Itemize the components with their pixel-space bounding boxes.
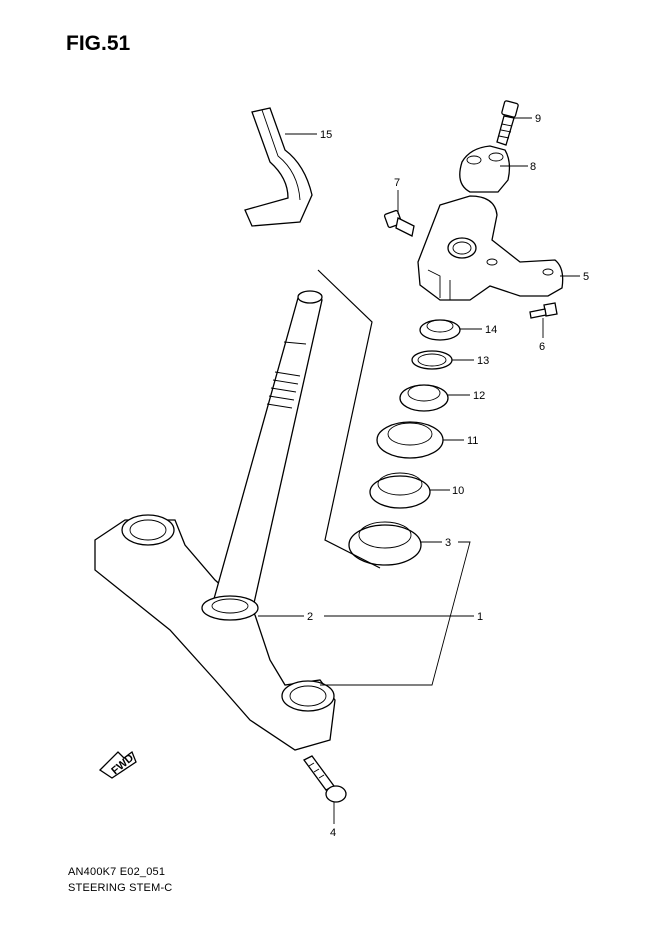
figure-name: STEERING STEM-C: [68, 882, 173, 894]
callout-10[interactable]: 10: [452, 485, 464, 497]
part-13-washer[interactable]: [411, 350, 453, 370]
part-9-bolt[interactable]: [496, 100, 519, 146]
callout-15[interactable]: 15: [320, 129, 332, 141]
callout-1[interactable]: 1: [477, 611, 483, 623]
callout-13[interactable]: 13: [477, 355, 489, 367]
part-5-upper-bracket[interactable]: [417, 195, 564, 301]
part-7-bolt[interactable]: [383, 209, 415, 237]
part-6-bolt[interactable]: [529, 302, 558, 319]
part-3-bearing[interactable]: [348, 521, 422, 566]
part-2-dust-seal[interactable]: [201, 595, 259, 621]
part-8-holder[interactable]: [459, 145, 511, 193]
part-10-bearing[interactable]: [369, 472, 431, 509]
callout-9[interactable]: 9: [535, 113, 541, 125]
callout-3[interactable]: 3: [445, 537, 451, 549]
callout-labels: 15 9 8 7 5 6 14 13 12 11 10 3 2 1 4: [307, 113, 589, 839]
part-14-nut[interactable]: [419, 319, 461, 341]
callout-4[interactable]: 4: [330, 827, 336, 839]
figure-code: AN400K7 E02_051: [68, 866, 166, 878]
callout-7[interactable]: 7: [394, 177, 400, 189]
callout-6[interactable]: 6: [539, 341, 545, 353]
leader-lines: [258, 117, 580, 824]
part-1-steering-stem[interactable]: [94, 290, 336, 751]
callout-14[interactable]: 14: [485, 324, 497, 336]
callout-11[interactable]: 11: [467, 435, 478, 447]
figure-title: FIG.51: [66, 32, 131, 55]
callout-12[interactable]: 12: [473, 390, 485, 402]
callout-8[interactable]: 8: [530, 161, 536, 173]
part-4-bolt[interactable]: [303, 755, 347, 803]
callout-5[interactable]: 5: [583, 271, 589, 283]
part-11-seal[interactable]: [376, 421, 444, 459]
callout-2[interactable]: 2: [307, 611, 313, 623]
part-12-nut[interactable]: [399, 384, 449, 412]
fwd-arrow-icon: FWD: [98, 750, 137, 779]
part-15-hose[interactable]: [244, 107, 313, 227]
